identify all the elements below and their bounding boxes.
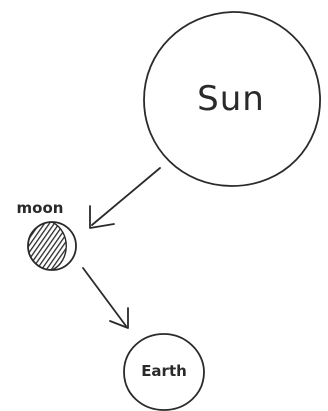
- moon: [28, 222, 76, 270]
- moon-to-earth-arrow: [83, 268, 128, 328]
- sun: Sun: [144, 12, 320, 186]
- sun-to-moon-arrow: [90, 168, 160, 228]
- moon-label: moon: [17, 199, 64, 217]
- earth-label: Earth: [141, 362, 187, 380]
- earth: Earth: [124, 334, 204, 410]
- sun-label: Sun: [197, 79, 265, 119]
